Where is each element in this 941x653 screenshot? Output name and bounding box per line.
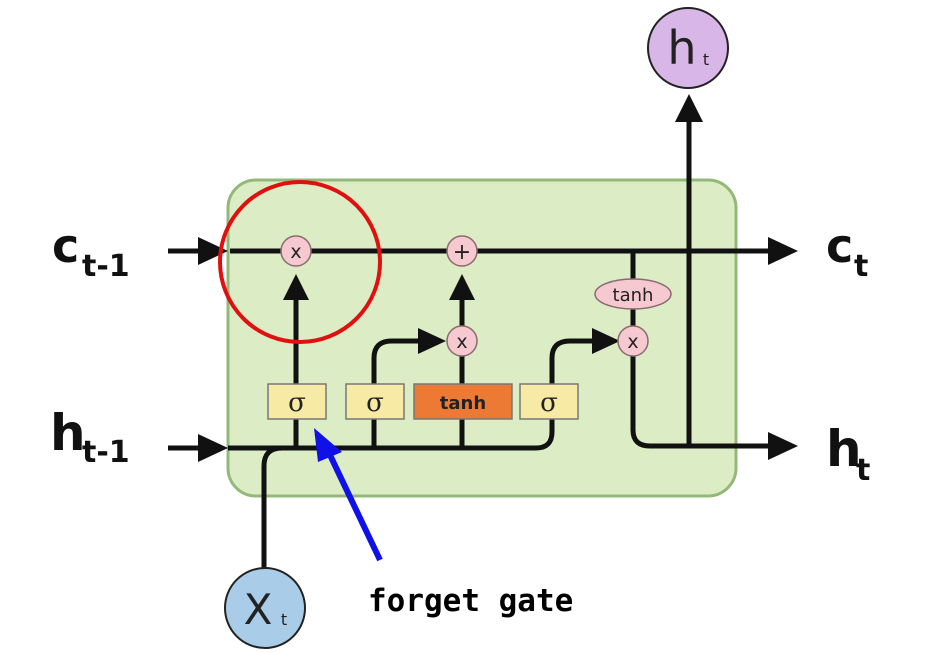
svg-text:t-1: t-1 [82,435,130,470]
input-multiply-op: x [446,325,478,357]
svg-text:h: h [826,420,862,478]
annotation-arrow-line [327,453,383,562]
candidate-gate-tanh: tanh [440,393,486,414]
input-gate-line [371,338,420,448]
output-gate-sigma: σ [540,388,558,418]
x-sub: t [281,610,287,629]
add-symbol: + [453,240,471,265]
svg-text:c: c [52,219,79,273]
c-prev-input-arrowhead [198,237,228,265]
h-out-label: h t [826,420,870,488]
output-multiply-op: x [617,325,649,357]
cell-state-output-arrow [768,237,798,265]
annotation-arrowhead [314,428,342,462]
input-x-node: X t [224,567,306,649]
forget-highlight-circle [218,180,382,344]
h-top-main: h [667,21,696,75]
x-main: X [244,585,273,634]
output-gate-arrowhead [592,328,620,354]
tanh-op: tanh [594,278,672,310]
output-gate-box: σ [519,383,579,420]
forget-multiply-op: x [280,235,312,267]
multiply-symbol: x [627,331,638,353]
c-prev-label: c t-1 [52,219,130,284]
multiply-symbol: x [290,241,301,263]
forget-gate-annotation: forget gate [368,583,573,619]
hidden-output-line [630,356,770,449]
svg-text:t: t [854,249,868,284]
h-top-sub: t [703,50,709,69]
h-prev-label: h t-1 [50,404,130,470]
forget-gate-arrowhead [283,274,309,300]
hidden-input-bus [228,418,555,451]
input-gate-box: σ [345,383,405,420]
hidden-output-arrowhead [768,432,798,460]
tanh-op-label: tanh [613,285,654,306]
multiply-symbol: x [456,331,467,353]
forget-gate-sigma: σ [288,388,306,418]
forget-gate-box: σ [267,383,327,420]
c-out-label: c t [826,219,868,284]
svg-text:t: t [856,453,870,488]
svg-text:c: c [826,219,853,273]
svg-text:h: h [50,404,86,462]
x-input-line [261,445,283,568]
input-product-arrowhead [449,274,475,300]
output-gate-line [549,338,594,390]
candidate-gate-box: tanh [413,383,513,420]
input-gate-sigma: σ [366,388,384,418]
svg-text:t-1: t-1 [82,249,130,284]
hidden-output-node: h t [647,7,729,89]
input-gate-arrowhead [418,328,446,354]
add-op: + [446,235,478,267]
hidden-up-arrowhead [675,94,703,122]
h-prev-input-arrowhead [198,434,228,462]
